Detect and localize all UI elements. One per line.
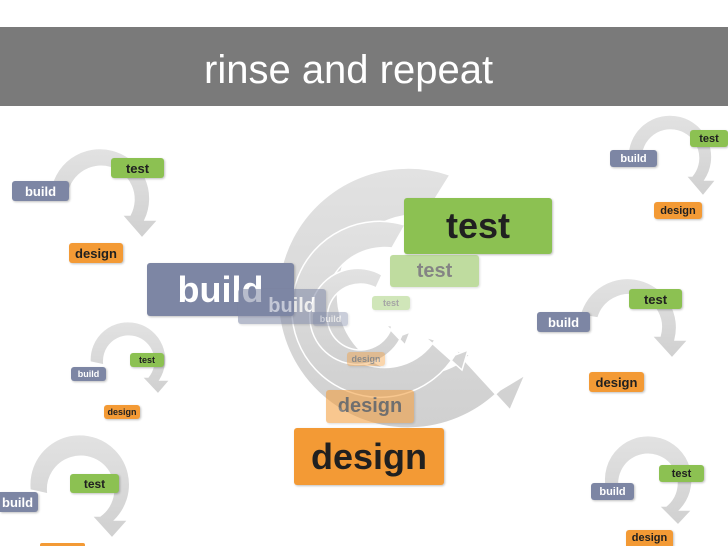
mid-design-label: design (326, 390, 414, 423)
mini3-build-label: build (537, 312, 590, 332)
mid-build-label: build (238, 289, 326, 324)
inner-design-label: design (347, 352, 385, 366)
mini6-build-label: build (591, 483, 634, 500)
slide-title: rinse and repeat (204, 48, 494, 92)
inner-cycle-arrow (309, 267, 412, 366)
mini3-design-label: design (589, 372, 644, 392)
mini5-test-label: test (70, 474, 119, 493)
mini4-test-label: test (130, 353, 164, 367)
mini2-test-label: test (690, 130, 728, 147)
inner-test-label: test (372, 296, 410, 310)
mini6-test-label: test (659, 465, 704, 482)
mini1-design-label: design (69, 243, 123, 263)
mini2-build-label: build (610, 150, 657, 167)
mini2-design-label: design (654, 202, 702, 219)
mid-test-label: test (390, 255, 479, 287)
mini3-test-label: test (629, 289, 682, 309)
main-test-label: test (404, 198, 552, 254)
mini1-test-label: test (111, 158, 164, 178)
mini4-design-label: design (104, 405, 140, 419)
mini1-build-label: build (12, 181, 69, 201)
mini6-design-label: design (626, 530, 673, 546)
title-bar (0, 27, 728, 106)
main-design-label: design (294, 428, 444, 485)
mini5-design-label-partial (40, 543, 85, 546)
mini4-build-label: build (71, 367, 106, 381)
mini5-build-label: build (0, 492, 38, 512)
inner-build-label: build (313, 312, 348, 326)
